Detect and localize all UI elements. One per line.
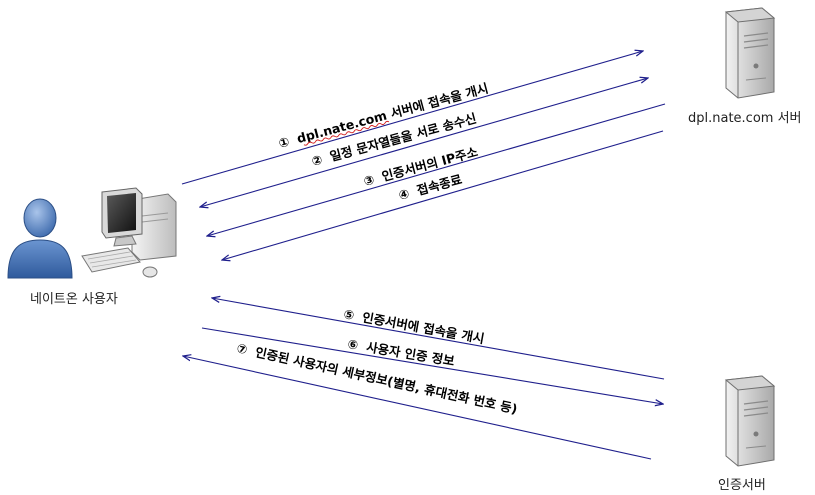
step-4-label: 접속종료: [415, 171, 464, 198]
step-6-number: ⑥: [347, 336, 360, 353]
svg-text:⑤ 인증서버에 접속을 개시: ⑤ 인증서버에 접속을 개시: [342, 306, 485, 346]
step-7-arrow: [183, 356, 652, 460]
dpl-server-icon: [724, 7, 776, 99]
step-3-label: 인증서버의 IP주소: [380, 144, 480, 184]
step-5-number: ⑤: [342, 306, 355, 323]
person-icon: [7, 198, 73, 279]
step-1-number: ①: [277, 134, 291, 151]
dpl-server-label: dpl.nate.com 서버: [688, 111, 802, 126]
user-label: 네이트온 사용자: [30, 292, 118, 307]
auth-server-icon: [724, 375, 776, 467]
step-4-arrow: [222, 130, 664, 260]
step-6-arrow: [201, 327, 663, 404]
step-2-arrow: [200, 78, 648, 207]
desktop-computer-icon: [81, 187, 177, 278]
auth-server-label: 인증서버: [718, 478, 766, 493]
step-6-label: 사용자 인증 정보: [365, 339, 456, 368]
step-2-number: ②: [310, 152, 324, 169]
step-3-arrow: [207, 103, 666, 236]
step-3-number: ③: [362, 172, 376, 189]
step-7-number: ⑦: [235, 340, 249, 357]
svg-text:⑥ 사용자 인증 정보: ⑥ 사용자 인증 정보: [347, 336, 457, 369]
step-4-number: ④: [397, 186, 411, 203]
step-5-arrow: [212, 298, 665, 380]
